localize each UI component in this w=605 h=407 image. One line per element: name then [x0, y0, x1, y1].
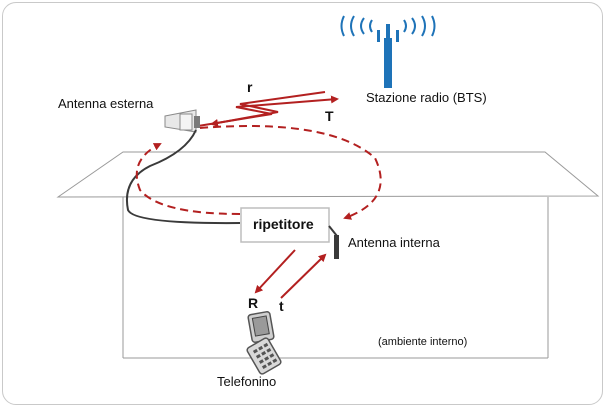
label-ripetitore: ripetitore: [253, 216, 314, 232]
signal-arrow-R: [254, 249, 296, 294]
label-antenna-interna: Antenna interna: [348, 235, 440, 250]
label-ambiente-interno: (ambiente interno): [378, 336, 468, 348]
signal-arrow-t: [280, 253, 327, 299]
coax-cable: [126, 129, 241, 225]
signal-loop-upper: [199, 125, 382, 220]
label-stazione-radio: Stazione radio (BTS): [366, 90, 487, 105]
building-roof: [56, 151, 600, 198]
signal-zigzag-r: [210, 91, 326, 127]
label-signal-R: R: [248, 295, 259, 311]
signal-zigzag-T: [197, 95, 339, 127]
directional-antenna-icon: [164, 109, 200, 133]
indoor-antenna-icon: [328, 225, 339, 259]
label-telefonino: Telefonino: [217, 374, 277, 389]
building-box: [56, 151, 600, 359]
label-signal-r: r: [247, 79, 253, 95]
cell-tower-icon: [340, 15, 436, 88]
label-signal-t: t: [279, 298, 284, 314]
mobile-phone-icon: [246, 311, 282, 375]
repeater-box: [240, 207, 330, 243]
label-signal-T: T: [325, 108, 334, 124]
label-antenna-esterna: Antenna esterna: [58, 96, 154, 111]
